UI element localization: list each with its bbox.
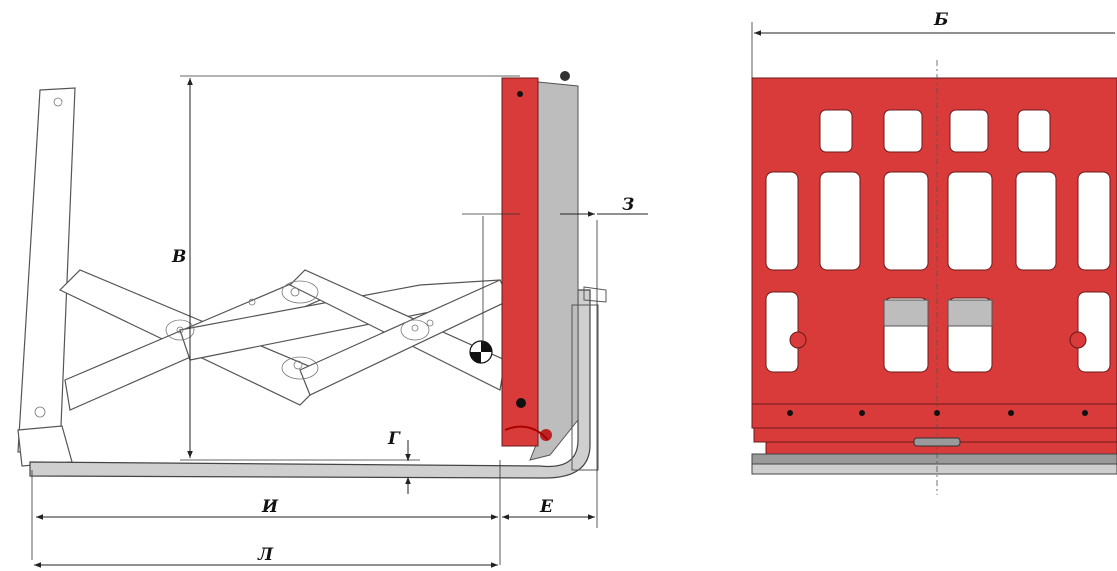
red-frame-front (751, 60, 1117, 495)
push-plate (17, 87, 76, 467)
fork (29, 289, 591, 479)
front-view: Б (751, 10, 1117, 495)
label-overall-length: Л (257, 545, 274, 565)
label-fork-thickness: Г (387, 429, 401, 449)
label-height: В (171, 247, 186, 267)
center-of-gravity-icon (469, 340, 493, 364)
label-load-center: З (622, 195, 634, 215)
label-width: Б (933, 10, 949, 30)
scissor-mechanism (58, 269, 511, 411)
red-frame-side (501, 77, 552, 447)
carriage (529, 71, 607, 471)
side-view: В Г И Е Л З (17, 71, 648, 568)
label-fork-offset: Е (539, 497, 554, 517)
label-extension: И (261, 497, 279, 517)
